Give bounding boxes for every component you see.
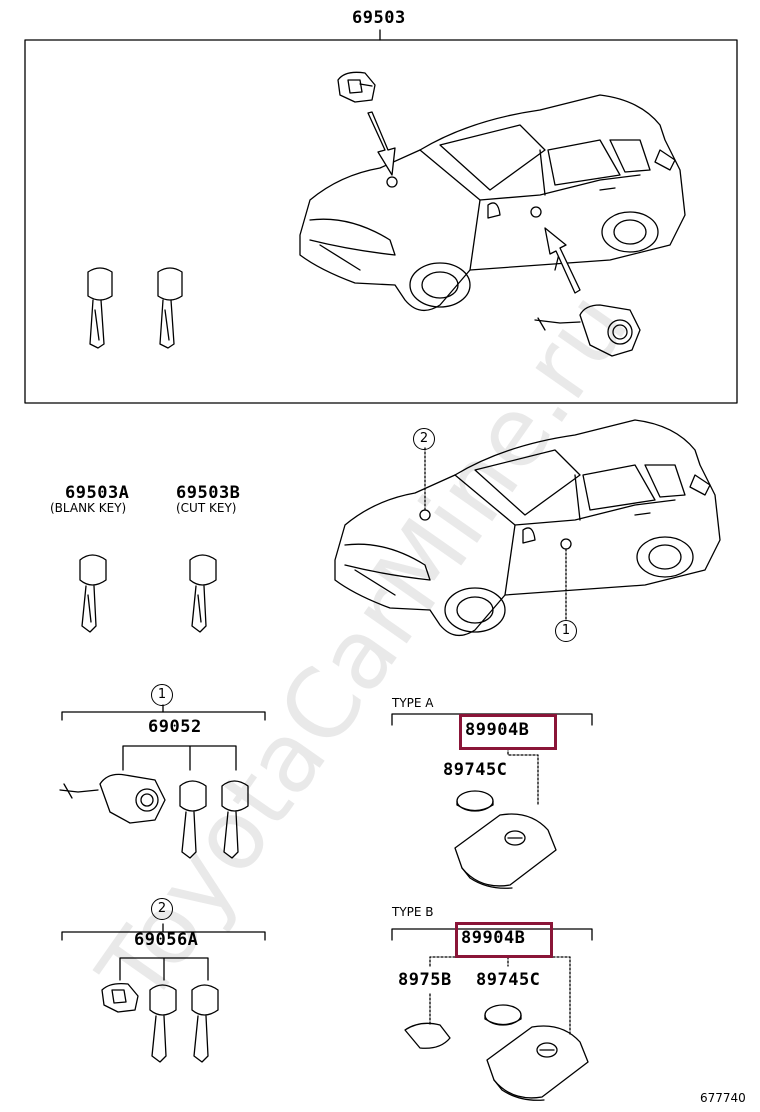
arrow-to-hood xyxy=(367,111,396,176)
cut-key-drawing xyxy=(189,554,217,633)
blank-key-part-number: 69503A xyxy=(65,483,130,503)
hood-cylinder-part xyxy=(337,71,376,103)
cylinder-set-part-number: 69052 xyxy=(148,717,202,737)
assembly-frame xyxy=(24,39,738,404)
type-a-transmitter-part-number[interactable]: 89904B xyxy=(465,720,530,740)
car-callout-door: 1 xyxy=(555,620,577,642)
blank-key-drawing xyxy=(79,554,107,633)
transmitter-b-drawing xyxy=(486,1025,589,1101)
car-callout-front: 2 xyxy=(413,428,435,450)
battery-b-edge xyxy=(484,1014,522,1026)
door-cylinder-part xyxy=(534,304,641,357)
type-a-leader xyxy=(507,747,539,806)
group-2-ref: 2 xyxy=(151,898,173,920)
group-1-ref: 1 xyxy=(151,684,173,706)
cut-key-part-number: 69503B xyxy=(176,483,241,503)
transmitter-a-drawing xyxy=(454,813,557,889)
group-2-parts xyxy=(101,982,219,1063)
assembly-part-number: 69503 xyxy=(352,8,406,28)
cylinder-set-b-part-number: 69056A xyxy=(134,930,199,950)
arrow-to-door xyxy=(544,227,581,294)
type-b-cover-part-number: 8975B xyxy=(398,970,452,990)
type-b-highlight xyxy=(455,922,553,958)
type-a-highlight xyxy=(459,714,557,750)
type-b-battery-part-number: 89745C xyxy=(476,970,541,990)
car-illustration-top xyxy=(299,94,686,312)
battery-a-edge xyxy=(456,800,494,812)
blank-key-description: (BLANK KEY) xyxy=(50,501,127,515)
type-b-transmitter-part-number[interactable]: 89904B xyxy=(461,928,526,948)
type-a-battery-part-number: 89745C xyxy=(443,760,508,780)
type-a-label: TYPE A xyxy=(392,696,434,710)
cover-drawing xyxy=(404,1022,451,1049)
frame-keys xyxy=(87,267,183,349)
diagram-id: 677740 xyxy=(700,1091,746,1105)
type-b-bracket xyxy=(391,928,593,941)
type-b-leader xyxy=(429,956,571,1036)
cut-key-description: (CUT KEY) xyxy=(176,501,237,515)
group-1-subbracket xyxy=(122,745,237,771)
group-2-subbracket xyxy=(119,957,209,981)
group-1-parts xyxy=(59,773,249,859)
type-b-label: TYPE B xyxy=(392,905,434,919)
car-illustration-middle xyxy=(334,419,721,637)
